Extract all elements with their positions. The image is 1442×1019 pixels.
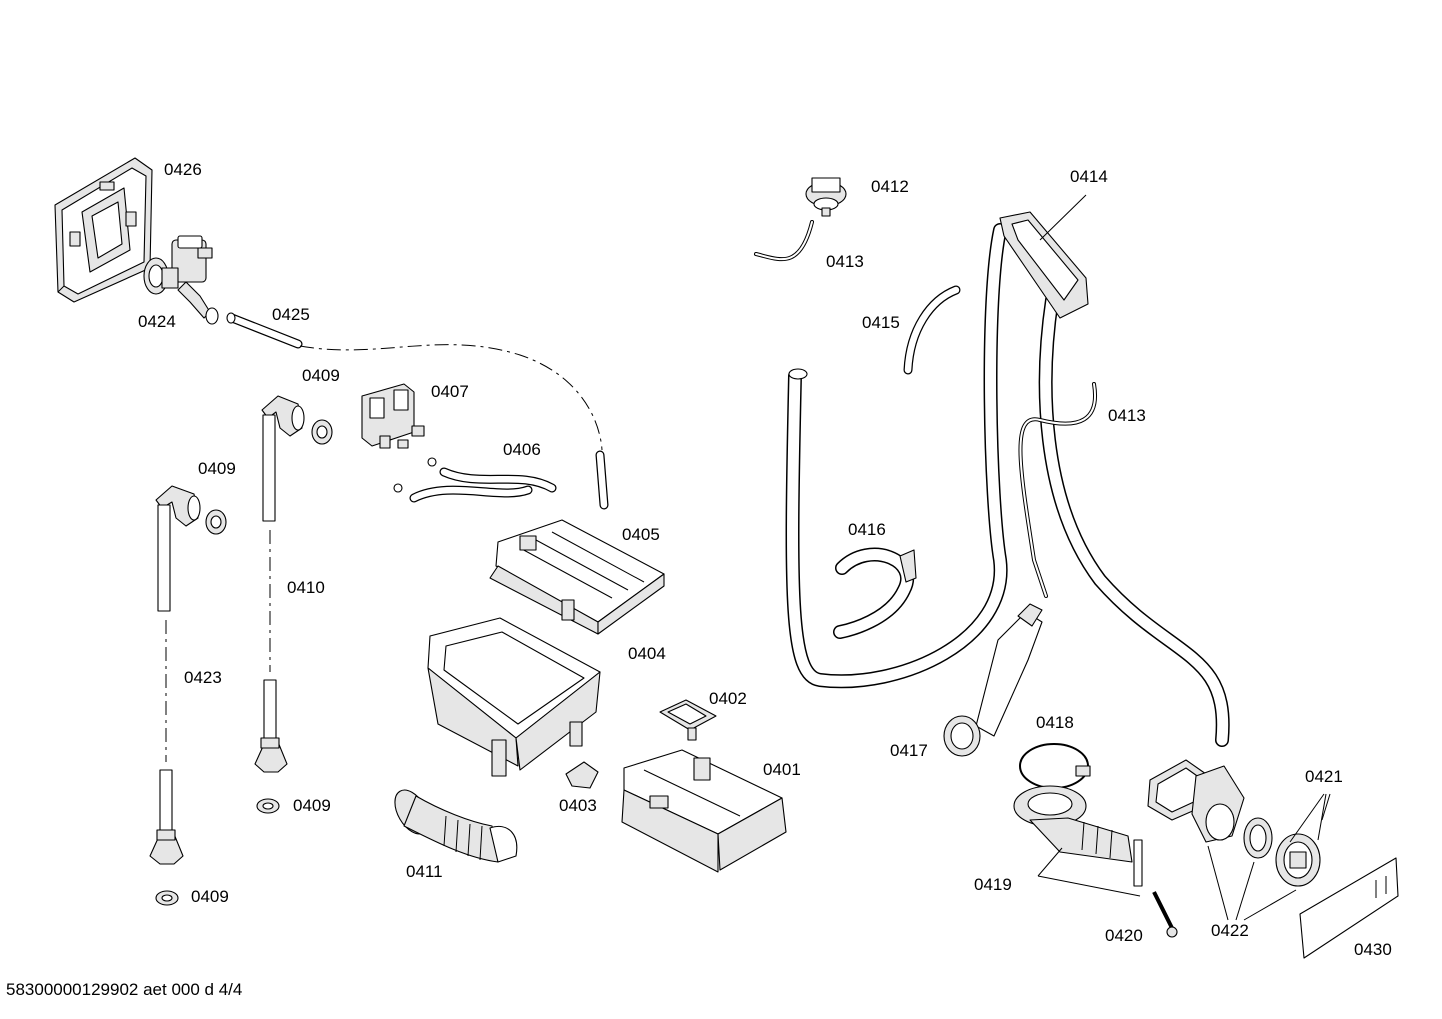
label-0418: 0418 [1036, 713, 1074, 732]
part-0421-drain-pump[interactable] [1147, 759, 1245, 843]
label-0423: 0423 [184, 668, 222, 687]
label-0406: 0406 [503, 440, 541, 459]
part-0405-distributor[interactable] [489, 519, 665, 635]
part-0411-bellows-hose[interactable] [388, 784, 518, 863]
label-0409-mid: 0409 [198, 459, 236, 478]
part-0409-gasket-top[interactable] [311, 419, 333, 445]
part-0425-inlet-hose[interactable] [226, 312, 609, 510]
part-0424-inlet-valve[interactable] [143, 235, 219, 325]
label-0401: 0401 [763, 760, 801, 779]
label-0405: 0405 [622, 525, 660, 544]
label-0415: 0415 [862, 313, 900, 332]
label-0424: 0424 [138, 312, 176, 331]
label-0414: 0414 [1070, 167, 1108, 186]
part-0413-pressure-tube-top[interactable] [754, 220, 814, 262]
label-0413-top: 0413 [826, 252, 864, 271]
label-0417: 0417 [890, 741, 928, 760]
part-0412-pressure-switch[interactable] [805, 177, 847, 217]
label-0422: 0422 [1211, 921, 1249, 940]
part-0413-pressure-tube-mid[interactable] [1018, 382, 1097, 598]
label-0421: 0421 [1305, 767, 1343, 786]
part-0414-drain-hose[interactable] [785, 211, 1230, 747]
part-0403-clip[interactable] [565, 761, 599, 789]
part-0410-fill-hose[interactable] [254, 395, 305, 773]
part-0409-gasket-lower[interactable] [256, 798, 280, 814]
label-0409-lower: 0409 [293, 796, 331, 815]
part-0415-vent-hose[interactable] [903, 285, 961, 375]
part-0409-gasket-bottom[interactable] [155, 890, 179, 906]
part-0422-filter[interactable] [1275, 833, 1321, 887]
part-0404-dispenser-housing[interactable] [427, 617, 601, 777]
part-0423-fill-hose[interactable] [149, 485, 201, 865]
part-0420-screw[interactable] [1152, 891, 1178, 938]
label-0404: 0404 [628, 644, 666, 663]
part-0416-hose-clip[interactable] [833, 547, 917, 639]
drawing-reference-number: 58300000129902 aet 000 d 4/4 [6, 980, 243, 999]
label-0402: 0402 [709, 689, 747, 708]
leader-lines [1037, 194, 1331, 921]
part-0406-hose-set[interactable] [393, 457, 557, 503]
label-0403: 0403 [559, 796, 597, 815]
part-0402-siphon-cap[interactable] [659, 699, 717, 741]
label-0410: 0410 [287, 578, 325, 597]
part-number-labels: 0426 0424 0425 0409 0407 0409 0406 0405 … [138, 160, 1392, 959]
label-0416: 0416 [848, 520, 886, 539]
part-0409-gasket-mid[interactable] [205, 509, 227, 535]
label-0412: 0412 [871, 177, 909, 196]
label-0411: 0411 [406, 862, 443, 881]
label-0425: 0425 [272, 305, 310, 324]
label-0409-bottom: 0409 [191, 887, 229, 906]
label-0430: 0430 [1354, 940, 1392, 959]
part-0418-hose-clamp[interactable] [1019, 743, 1091, 789]
label-0420: 0420 [1105, 926, 1143, 945]
label-0419: 0419 [974, 875, 1012, 894]
part-0407-valve[interactable] [361, 383, 425, 449]
part-0401-dispenser-drawer[interactable] [621, 749, 787, 873]
label-0409-top: 0409 [302, 366, 340, 385]
label-0426: 0426 [164, 160, 202, 179]
part-0430-label-plate[interactable] [1299, 857, 1399, 959]
part-0426-bracket-plate[interactable] [54, 157, 153, 303]
label-0407: 0407 [431, 382, 469, 401]
part-0419-sump-bellows[interactable] [1013, 785, 1143, 887]
label-0413-mid: 0413 [1108, 406, 1146, 425]
part-0422-pump-seal[interactable] [1243, 817, 1273, 859]
part-0417-sump-hose[interactable] [943, 603, 1043, 757]
